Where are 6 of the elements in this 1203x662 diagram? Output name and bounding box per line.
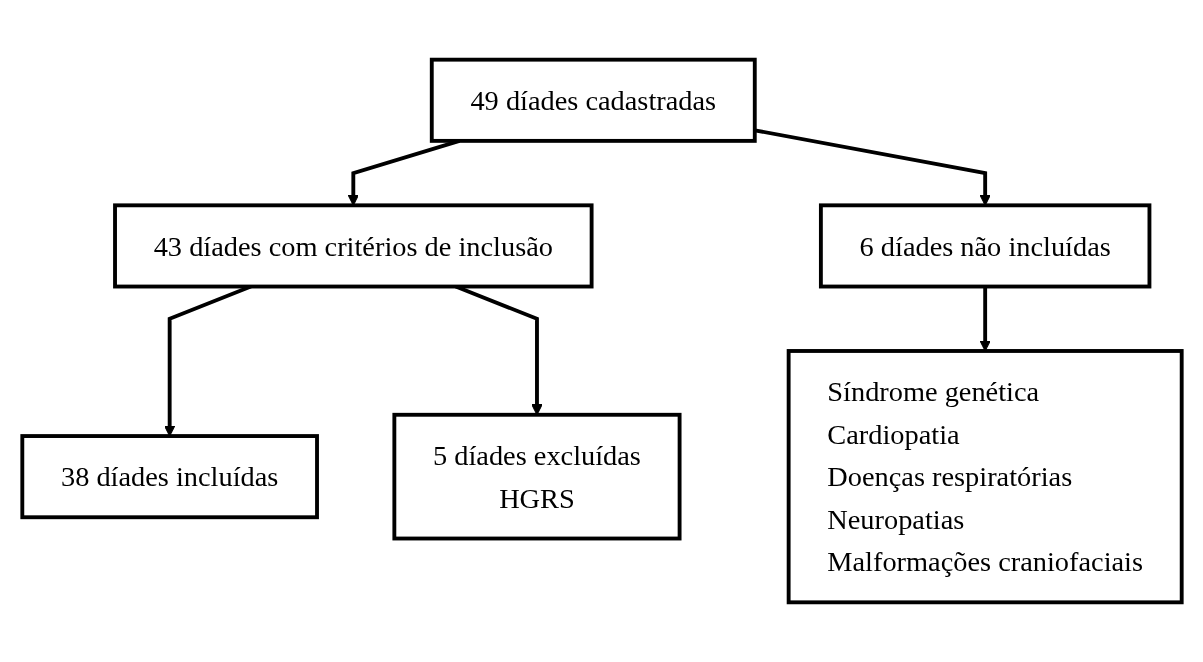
node-box: 38 díades incluídas <box>19 434 319 520</box>
node-box: 6 díades não incluídas <box>818 203 1151 289</box>
node-box: 49 díades cadastradas <box>429 57 757 143</box>
node-box: 43 díades com critérios de inclusão <box>112 203 594 289</box>
node-box: 5 díades excluídas HGRS <box>391 412 682 541</box>
node-box: Síndrome genética Cardiopatia Doenças respiratórias Neuropatias Malformações craniofaciais <box>786 349 1184 605</box>
